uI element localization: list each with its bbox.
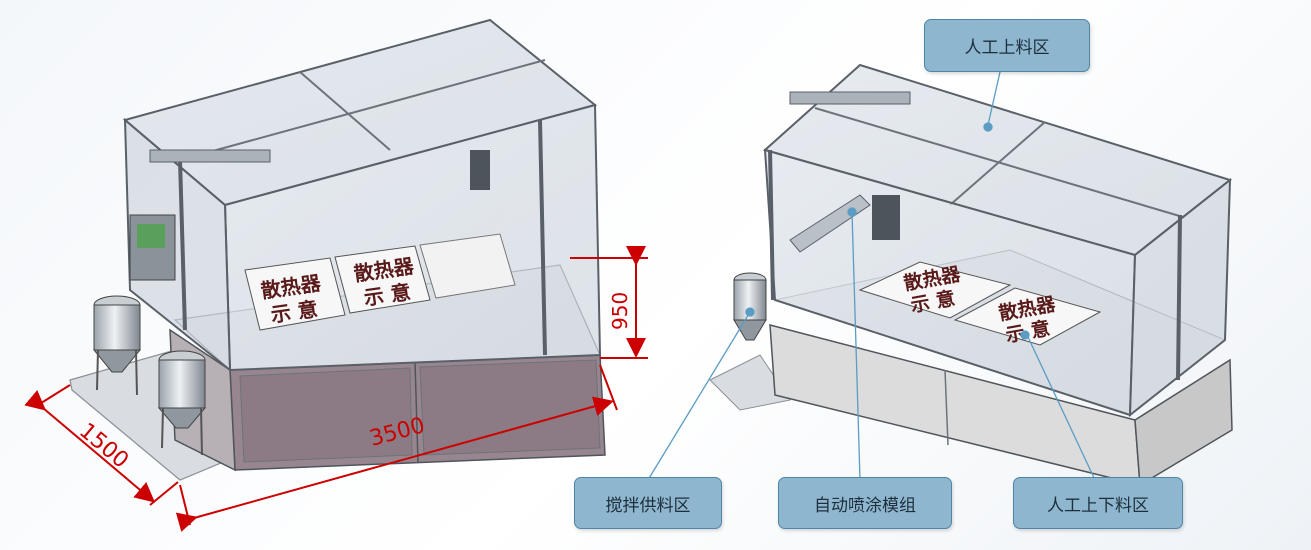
dimension-lines: [24, 246, 648, 532]
callout-label: 自动喷涂模组: [814, 495, 916, 516]
mixing-tank: [92, 295, 142, 396]
callout-manual-loading-zone: 人工上料区: [924, 19, 1090, 72]
dimension-height: 950: [608, 292, 632, 330]
callout-auto-spray-module: 自动喷涂模组: [778, 477, 952, 529]
callout-leaders: [647, 71, 1096, 481]
callout-manual-load-unload-zone: 人工上下料区: [1013, 477, 1183, 529]
callout-label: 人工上料区: [964, 38, 1050, 58]
right-machine: [709, 63, 1233, 487]
left-machine: [69, 18, 606, 481]
callout-label: 搅拌供料区: [605, 495, 691, 516]
callout-label: 人工上下料区: [1047, 495, 1149, 516]
callout-mixing-supply-zone: 搅拌供料区: [574, 477, 722, 529]
